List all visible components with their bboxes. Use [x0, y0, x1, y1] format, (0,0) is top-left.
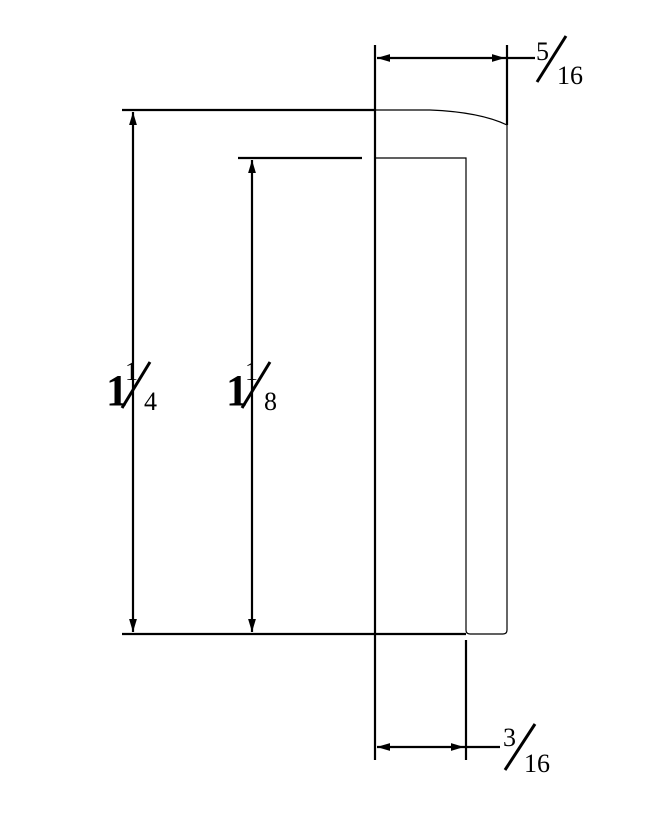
- numerator: 1: [125, 357, 138, 386]
- fraction-slash: [503, 723, 537, 771]
- whole-number: 1: [106, 366, 128, 415]
- denominator: 4: [144, 387, 157, 416]
- numerator: 5: [536, 37, 549, 66]
- fraction-slash: [535, 35, 568, 83]
- hatched-profile: [374, 109, 508, 635]
- fraction-slash: [240, 361, 272, 409]
- fraction-slash: [120, 361, 152, 409]
- dim-label-wall-thickness: 3 16: [503, 723, 550, 778]
- whole-number: 1: [226, 366, 248, 415]
- dim-label-overall-height: 1 1 4: [106, 357, 157, 416]
- dim-label-top-width: 5 16: [535, 35, 583, 90]
- dim-label-inner-height: 1 1 8: [226, 357, 277, 416]
- denominator: 16: [524, 749, 550, 778]
- denominator: 16: [557, 61, 583, 90]
- numerator: 1: [245, 357, 258, 386]
- denominator: 8: [264, 387, 277, 416]
- numerator: 3: [503, 723, 516, 752]
